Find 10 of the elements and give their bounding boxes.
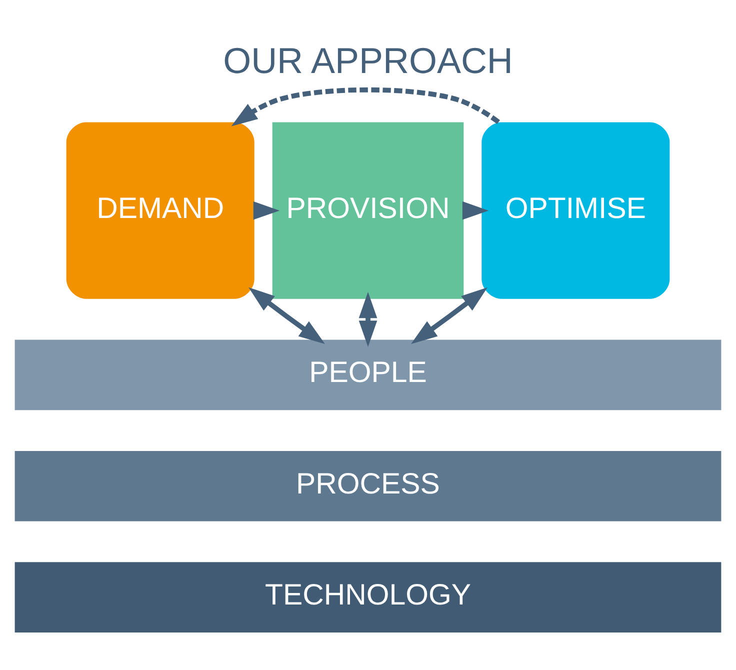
arrow (231, 87, 500, 126)
diagram-title: OUR APPROACH (223, 40, 513, 81)
arrow (411, 287, 488, 344)
node-box: PEOPLE (14, 340, 722, 410)
node-box: OPTIMISE (482, 122, 670, 299)
arrow (248, 287, 325, 344)
node-box: TECHNOLOGY (14, 562, 722, 632)
node-box: PROCESS (14, 450, 722, 522)
arrow (358, 292, 378, 347)
node-box: DEMAND (66, 122, 254, 299)
